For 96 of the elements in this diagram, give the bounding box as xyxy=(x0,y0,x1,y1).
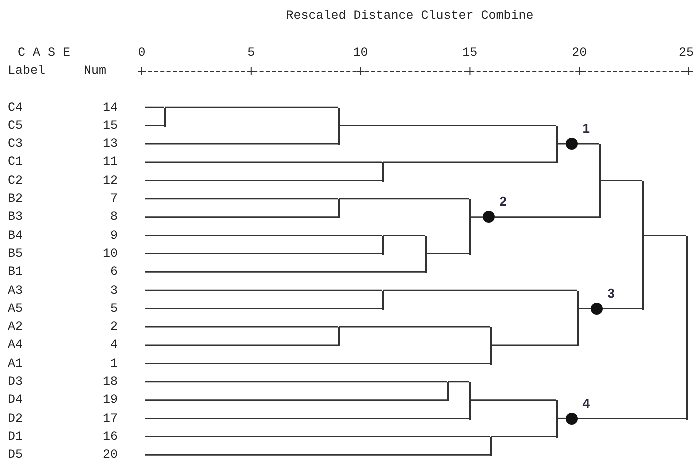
case-label: C5 xyxy=(8,118,24,133)
dendrogram-line xyxy=(578,143,599,145)
case-number: 10 xyxy=(102,246,118,261)
dendrogram-line xyxy=(470,216,483,218)
case-label: D1 xyxy=(8,430,24,444)
case-number: 13 xyxy=(102,137,118,152)
column-heading: C A S E xyxy=(18,46,71,60)
dendrogram-line xyxy=(448,381,469,383)
case-label: A4 xyxy=(8,338,24,352)
dendrogram-line xyxy=(145,125,164,126)
case-number: 19 xyxy=(102,393,118,408)
case-label: D4 xyxy=(8,393,24,408)
case-label: C4 xyxy=(8,100,24,114)
case-number: 8 xyxy=(110,210,118,224)
dendrogram-line xyxy=(578,308,591,310)
case-number: 11 xyxy=(102,155,118,170)
case-number: 2 xyxy=(110,320,118,334)
tick-label: 0 xyxy=(137,46,147,60)
tick-label: 5 xyxy=(246,46,256,60)
dendrogram-line xyxy=(145,253,382,255)
case-label: C2 xyxy=(8,174,24,188)
column-heading: Label xyxy=(8,64,46,78)
cluster-number: 4 xyxy=(582,396,590,411)
case-number: 9 xyxy=(110,228,118,243)
dendrogram-line xyxy=(558,143,566,145)
dendrogram-line xyxy=(384,162,556,164)
case-number: 3 xyxy=(110,284,118,298)
case-label: A1 xyxy=(8,356,24,371)
dendrogram-line xyxy=(145,381,447,383)
dendrogram-line xyxy=(492,436,556,438)
case-label: A3 xyxy=(8,284,24,298)
dendrogram-line xyxy=(166,106,338,108)
dendrogram-line xyxy=(558,418,566,420)
case-label: B4 xyxy=(8,228,24,243)
case-number: 16 xyxy=(102,430,118,444)
cluster-number: 1 xyxy=(582,122,590,136)
case-number: 7 xyxy=(110,192,118,206)
dendrogram-line xyxy=(145,162,382,164)
case-label: A5 xyxy=(8,302,24,316)
case-number: 18 xyxy=(102,375,118,389)
dendrogram-line xyxy=(145,234,382,236)
case-number: 15 xyxy=(102,118,118,133)
case-label: B5 xyxy=(8,246,24,261)
dendrogram-line xyxy=(644,234,686,236)
dendrogram-line xyxy=(384,234,425,236)
dendrogram-line xyxy=(145,198,338,200)
dendrogram-line xyxy=(145,272,425,273)
dendrogram-line xyxy=(340,326,490,328)
dendrogram-line xyxy=(603,308,642,310)
dendrogram-line xyxy=(426,253,469,255)
case-label: D5 xyxy=(8,448,24,461)
dendrogram-line xyxy=(492,344,577,346)
column-heading: Num xyxy=(84,64,107,78)
case-number: 17 xyxy=(102,412,118,426)
case-label: B2 xyxy=(8,192,24,206)
case-label: D3 xyxy=(8,375,24,389)
cluster-number: 3 xyxy=(608,286,615,301)
dendrogram-line xyxy=(145,308,382,310)
dendrogram-line xyxy=(340,198,469,200)
case-label: D2 xyxy=(8,412,24,426)
dendrogram-line xyxy=(145,290,382,292)
dendrogram-line xyxy=(145,326,338,328)
dendrogram-line xyxy=(145,363,490,364)
case-number: 5 xyxy=(110,302,118,316)
case-label: B1 xyxy=(8,265,24,280)
tick-label: 15 xyxy=(462,46,479,60)
dendrogram-line xyxy=(340,125,556,126)
case-number: 1 xyxy=(110,356,118,371)
dendrogram-line xyxy=(578,418,686,420)
dendrogram-line xyxy=(495,216,599,218)
case-number: 4 xyxy=(110,338,118,352)
chart-title: Rescaled Distance Cluster Combine xyxy=(285,9,535,23)
cluster-number: 2 xyxy=(500,195,507,210)
dendrogram-line xyxy=(145,454,490,456)
dendrogram-line xyxy=(145,216,338,218)
case-label: B3 xyxy=(8,210,24,224)
case-number: 6 xyxy=(110,265,118,280)
dendrogram-line xyxy=(600,180,642,182)
case-number: 20 xyxy=(102,448,118,461)
case-label: C3 xyxy=(8,137,24,152)
dendrogram-line xyxy=(145,344,338,346)
dendrogram-line xyxy=(145,180,382,182)
dendrogram-line xyxy=(145,106,164,108)
case-label: C1 xyxy=(8,155,24,170)
dendrogram-line xyxy=(145,418,469,420)
tick-label: 25 xyxy=(678,46,694,60)
case-number: 12 xyxy=(102,174,118,188)
dendrogram-line xyxy=(145,143,338,145)
dendrogram-line xyxy=(145,400,447,401)
tick-label: 10 xyxy=(352,46,370,60)
tick-label: 20 xyxy=(571,46,588,60)
dendrogram-line xyxy=(145,436,490,438)
case-number: 14 xyxy=(102,100,118,114)
dendrogram-line xyxy=(470,400,556,401)
dendrogram-line xyxy=(384,290,577,292)
case-label: A2 xyxy=(8,320,24,334)
